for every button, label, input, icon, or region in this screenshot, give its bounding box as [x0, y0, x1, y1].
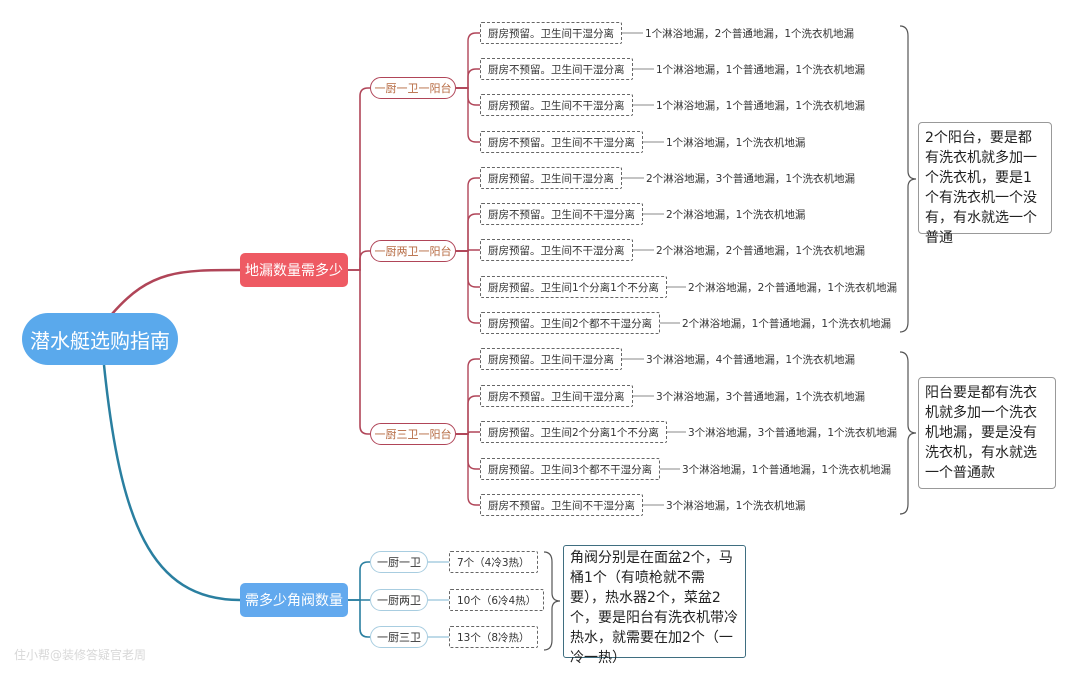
result-text: 2个淋浴地漏，2个普通地漏，1个洗衣机地漏: [656, 244, 866, 257]
balcony-note-2: 阳台要是都有洗衣机就多加一个洗衣机地漏，要是没有洗衣机，有水就选一个普通款: [918, 377, 1056, 489]
valve-note: 角阀分别是在面盆2个，马桶1个（有喷枪就不需要），热水器2个，菜盆2个，要是阳台…: [563, 545, 746, 666]
category-node-3[interactable]: 一厨三卫一阳台: [370, 423, 456, 445]
valve-category-3[interactable]: 一厨三卫: [370, 626, 428, 648]
scenario-leaf[interactable]: 厨房预留。卫生间不干湿分离: [480, 94, 633, 116]
scenario-leaf[interactable]: 厨房不预留。卫生间干湿分离: [480, 58, 633, 80]
result-text: 1个淋浴地漏，1个洗衣机地漏: [666, 136, 806, 149]
result-text: 2个淋浴地漏，1个普通地漏，1个洗衣机地漏: [682, 317, 892, 330]
category-node-1[interactable]: 一厨一卫一阳台: [370, 77, 456, 99]
connector: [456, 213, 480, 252]
result-text: 1个淋浴地漏，1个普通地漏，1个洗衣机地漏: [656, 99, 866, 112]
valve-count-leaf[interactable]: 13个（8冷热）: [449, 626, 538, 648]
category-node-2[interactable]: 一厨两卫一阳台: [370, 240, 456, 262]
result-text: 3个淋浴地漏，1个普通地漏，1个洗衣机地漏: [682, 463, 892, 476]
scenario-leaf[interactable]: 厨房预留。卫生间3个都不干湿分离: [480, 458, 661, 480]
result-text: 3个淋浴地漏，3个普通地漏，1个洗衣机地漏: [688, 426, 898, 439]
scenario-leaf[interactable]: 厨房不预留。卫生间不干湿分离: [480, 494, 643, 516]
connector: [456, 177, 480, 252]
valve-category-1[interactable]: 一厨一卫: [370, 551, 428, 573]
root-node[interactable]: 潜水艇选购指南: [22, 313, 178, 365]
balcony-note-1: 2个阳台，要是都有洗衣机就多加一个洗衣机，要是1个有洗衣机一个没有，有水就选一个…: [918, 122, 1052, 246]
connector: [348, 561, 370, 601]
scenario-leaf[interactable]: 厨房不预留。卫生间干湿分离: [480, 385, 633, 407]
curly-brace: [543, 551, 561, 651]
root-to-floor-drain: [111, 268, 241, 315]
result-text: 3个淋浴地漏，1个洗衣机地漏: [666, 499, 806, 512]
connector: [456, 68, 480, 89]
connector: [456, 87, 480, 143]
scenario-leaf[interactable]: 厨房不预留。卫生间不干湿分离: [480, 203, 643, 225]
result-text: 3个淋浴地漏，3个普通地漏，1个洗衣机地漏: [656, 390, 866, 403]
connector: [456, 395, 480, 435]
angle-valve-branch-node[interactable]: 需多少角阀数量: [240, 583, 348, 617]
result-text: 2个淋浴地漏，1个洗衣机地漏: [666, 208, 806, 221]
watermark: 住小帮@装修答疑官老周: [14, 648, 147, 662]
valve-count-leaf[interactable]: 10个（6冷4热）: [449, 589, 545, 611]
result-text: 2个淋浴地漏，3个普通地漏，1个洗衣机地漏: [646, 172, 856, 185]
connector: [456, 433, 480, 506]
scenario-leaf[interactable]: 厨房预留。卫生间干湿分离: [480, 348, 622, 370]
connector: [456, 250, 480, 324]
connector: [348, 87, 370, 271]
result-text: 1个淋浴地漏，2个普通地漏，1个洗衣机地漏: [645, 27, 855, 40]
root-to-angle-valve: [102, 364, 241, 602]
connector: [348, 269, 370, 435]
connector: [348, 599, 370, 638]
scenario-leaf[interactable]: 厨房预留。卫生间2个分离1个不分离: [480, 421, 667, 443]
curly-brace: [899, 351, 917, 515]
scenario-leaf[interactable]: 厨房预留。卫生间干湿分离: [480, 22, 622, 44]
connector: [456, 358, 480, 435]
floor-drain-branch-node[interactable]: 地漏数量需多少: [240, 253, 348, 287]
connector: [456, 32, 480, 89]
scenario-leaf[interactable]: 厨房预留。卫生间不干湿分离: [480, 239, 633, 261]
scenario-leaf[interactable]: 厨房预留。卫生间干湿分离: [480, 167, 622, 189]
result-text: 1个淋浴地漏，1个普通地漏，1个洗衣机地漏: [656, 63, 866, 76]
curly-brace: [899, 25, 917, 333]
connector: [348, 250, 370, 271]
scenario-leaf[interactable]: 厨房预留。卫生间1个分离1个不分离: [480, 276, 667, 298]
scenario-leaf[interactable]: 厨房不预留。卫生间不干湿分离: [480, 131, 643, 153]
valve-category-2[interactable]: 一厨两卫: [370, 589, 428, 611]
valve-count-leaf[interactable]: 7个（4冷3热）: [449, 551, 538, 573]
scenario-leaf[interactable]: 厨房预留。卫生间2个都不干湿分离: [480, 312, 661, 334]
result-text: 3个淋浴地漏，4个普通地漏，1个洗衣机地漏: [646, 353, 856, 366]
result-text: 2个淋浴地漏，2个普通地漏，1个洗衣机地漏: [688, 281, 898, 294]
